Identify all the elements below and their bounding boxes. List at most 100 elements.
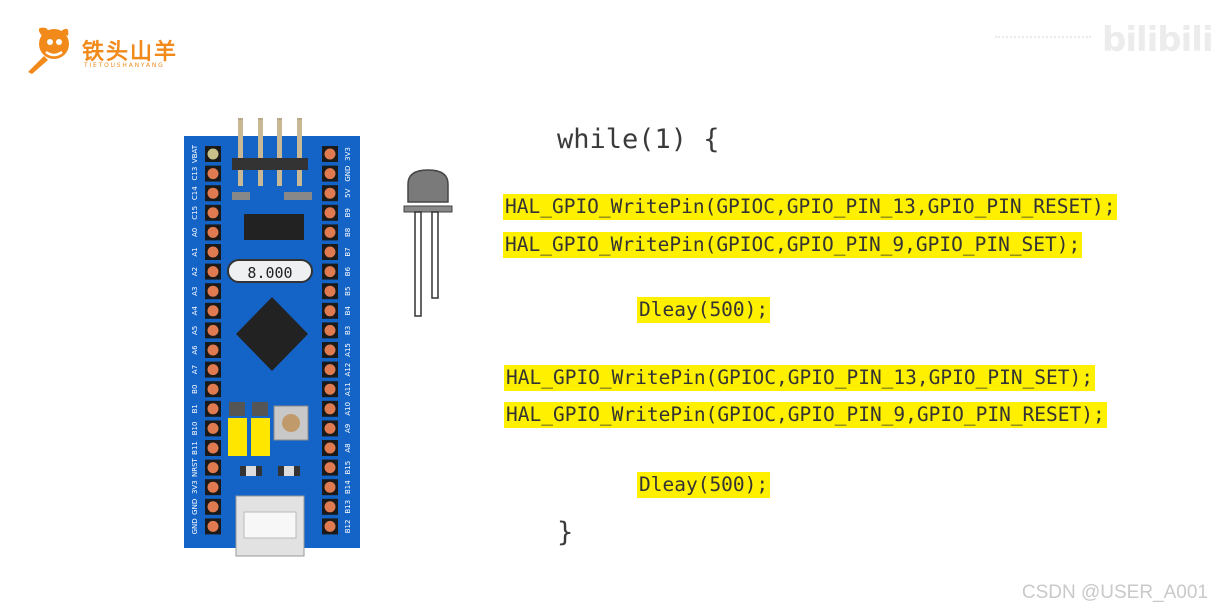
led-yellow-2 bbox=[251, 418, 270, 456]
goat-head-icon bbox=[28, 27, 69, 74]
right-pin-pad bbox=[324, 187, 336, 199]
left-pin-label: C14 bbox=[191, 186, 199, 200]
right-pin-label: 3V3 bbox=[344, 147, 352, 161]
left-pin-label: C13 bbox=[191, 167, 199, 181]
code-line-4: HAL_GPIO_WritePin(GPIOC,GPIO_PIN_13,GPIO… bbox=[504, 365, 1095, 391]
left-pin-label: A6 bbox=[191, 345, 199, 355]
left-pin-label: B10 bbox=[191, 422, 199, 436]
left-pin-label: B0 bbox=[191, 385, 199, 394]
right-pin-label: B15 bbox=[344, 461, 352, 475]
code-line-6: Dleay(500); bbox=[637, 472, 771, 498]
left-pin-label: NRST bbox=[191, 457, 199, 477]
right-pin-label: B3 bbox=[344, 326, 352, 335]
code-while-open: while(1) { bbox=[557, 124, 720, 155]
left-pin-label: GND bbox=[191, 499, 199, 515]
left-pin-label: A2 bbox=[191, 267, 199, 276]
left-pin-label: A3 bbox=[191, 287, 199, 296]
right-pin-label: B4 bbox=[344, 306, 352, 316]
right-pin-pad bbox=[324, 207, 336, 219]
right-pin-label: A15 bbox=[344, 343, 352, 357]
ldo-chip bbox=[244, 214, 304, 240]
left-pin-pad bbox=[207, 481, 219, 493]
right-pin-label: B7 bbox=[344, 247, 352, 256]
right-pin-label: A9 bbox=[344, 424, 352, 433]
right-pin-label: B14 bbox=[344, 480, 352, 494]
stm32-board-illustration: 8.000 VBATC13C14C15A0A1A2A3A4A5A6A7B0B1B… bbox=[184, 118, 360, 557]
right-pin-label: B12 bbox=[344, 520, 352, 534]
right-pin-pad bbox=[324, 442, 336, 454]
left-pin-label: A1 bbox=[191, 247, 199, 256]
right-pin-pad bbox=[324, 422, 336, 434]
right-pin-pad bbox=[324, 520, 336, 532]
left-pin-pad bbox=[207, 148, 219, 160]
left-pin-pad bbox=[207, 226, 219, 238]
right-pin-pads bbox=[322, 146, 338, 535]
right-pin-label: A12 bbox=[344, 363, 352, 377]
left-pin-label: B11 bbox=[191, 441, 199, 455]
left-pin-pad bbox=[207, 324, 219, 336]
right-pin-pad bbox=[324, 364, 336, 376]
brand-name: 铁头山羊 bbox=[82, 40, 179, 65]
right-pin-pad bbox=[324, 168, 336, 180]
left-pin-label: GND bbox=[191, 518, 199, 534]
left-pin-pad bbox=[207, 364, 219, 376]
right-pin-label: B9 bbox=[344, 208, 352, 217]
led-yellow-1 bbox=[228, 418, 247, 456]
code-line-2: HAL_GPIO_WritePin(GPIOC,GPIO_PIN_9,GPIO_… bbox=[503, 232, 1083, 258]
left-pin-pad bbox=[207, 246, 219, 258]
right-pin-pad bbox=[324, 305, 336, 317]
bilibili-watermark: bilibili bbox=[1102, 20, 1212, 60]
left-pin-pad bbox=[207, 501, 219, 513]
left-pin-pad bbox=[207, 403, 219, 415]
left-pin-pad bbox=[207, 520, 219, 532]
left-pin-pad bbox=[207, 266, 219, 278]
left-pin-pad bbox=[207, 168, 219, 180]
right-pin-pad bbox=[324, 383, 336, 395]
right-pin-label: B5 bbox=[344, 287, 352, 296]
code-line-1: HAL_GPIO_WritePin(GPIOC,GPIO_PIN_13,GPIO… bbox=[503, 194, 1118, 220]
left-pin-label: C15 bbox=[191, 206, 199, 220]
right-pin-pad bbox=[324, 344, 336, 356]
right-pin-pad bbox=[324, 324, 336, 336]
right-pin-label: GND bbox=[344, 166, 352, 182]
csdn-watermark: CSDN @USER_A001 bbox=[1021, 582, 1208, 603]
crystal-oscillator bbox=[227, 259, 313, 283]
left-pin-pad bbox=[207, 422, 219, 434]
left-pin-label: A5 bbox=[191, 326, 199, 335]
code-line-3: Dleay(500); bbox=[637, 297, 771, 323]
mcu-chip bbox=[236, 297, 308, 371]
right-pin-pad bbox=[324, 285, 336, 297]
left-pin-pad bbox=[207, 305, 219, 317]
pin-header-block bbox=[232, 158, 308, 170]
right-pin-pad bbox=[324, 403, 336, 415]
left-pin-label: VBAT bbox=[191, 144, 199, 163]
code-line-5: HAL_GPIO_WritePin(GPIOC,GPIO_PIN_9,GPIO_… bbox=[504, 402, 1107, 428]
faint-watermark-text bbox=[995, 36, 1091, 50]
crystal-label: 8.000 bbox=[247, 264, 292, 282]
right-pin-label: A10 bbox=[344, 402, 352, 416]
right-pin-pad bbox=[324, 501, 336, 513]
code-while-close: } bbox=[557, 517, 574, 548]
right-pin-labels: 3V3GND5VB9B8B7B6B5B4B3A15A12A11A10A9A8B1… bbox=[344, 147, 352, 533]
right-pin-label: B6 bbox=[344, 266, 352, 276]
left-pin-label: A4 bbox=[191, 306, 199, 316]
left-pin-pads bbox=[205, 146, 221, 535]
left-pin-pad bbox=[207, 442, 219, 454]
left-pin-pad bbox=[207, 344, 219, 356]
right-pin-label: B13 bbox=[344, 500, 352, 514]
right-pin-label: 5V bbox=[344, 188, 352, 197]
right-pin-label: A11 bbox=[344, 382, 352, 396]
left-pin-label: B1 bbox=[191, 404, 199, 413]
brand-subtitle: TIETOUSHANYANG bbox=[84, 62, 165, 69]
right-pin-pad bbox=[324, 481, 336, 493]
left-pin-pad bbox=[207, 187, 219, 199]
left-pin-pad bbox=[207, 207, 219, 219]
left-pin-label: 3V3 bbox=[191, 480, 199, 494]
right-pin-label: B8 bbox=[344, 228, 352, 237]
left-pin-label: A0 bbox=[191, 228, 199, 237]
led-component-illustration bbox=[403, 169, 453, 317]
right-pin-pad bbox=[324, 246, 336, 258]
left-pin-label: A7 bbox=[191, 365, 199, 374]
brand-logo: 铁头山羊 TIETOUSHANYANG bbox=[24, 22, 204, 78]
right-pin-pad bbox=[324, 226, 336, 238]
